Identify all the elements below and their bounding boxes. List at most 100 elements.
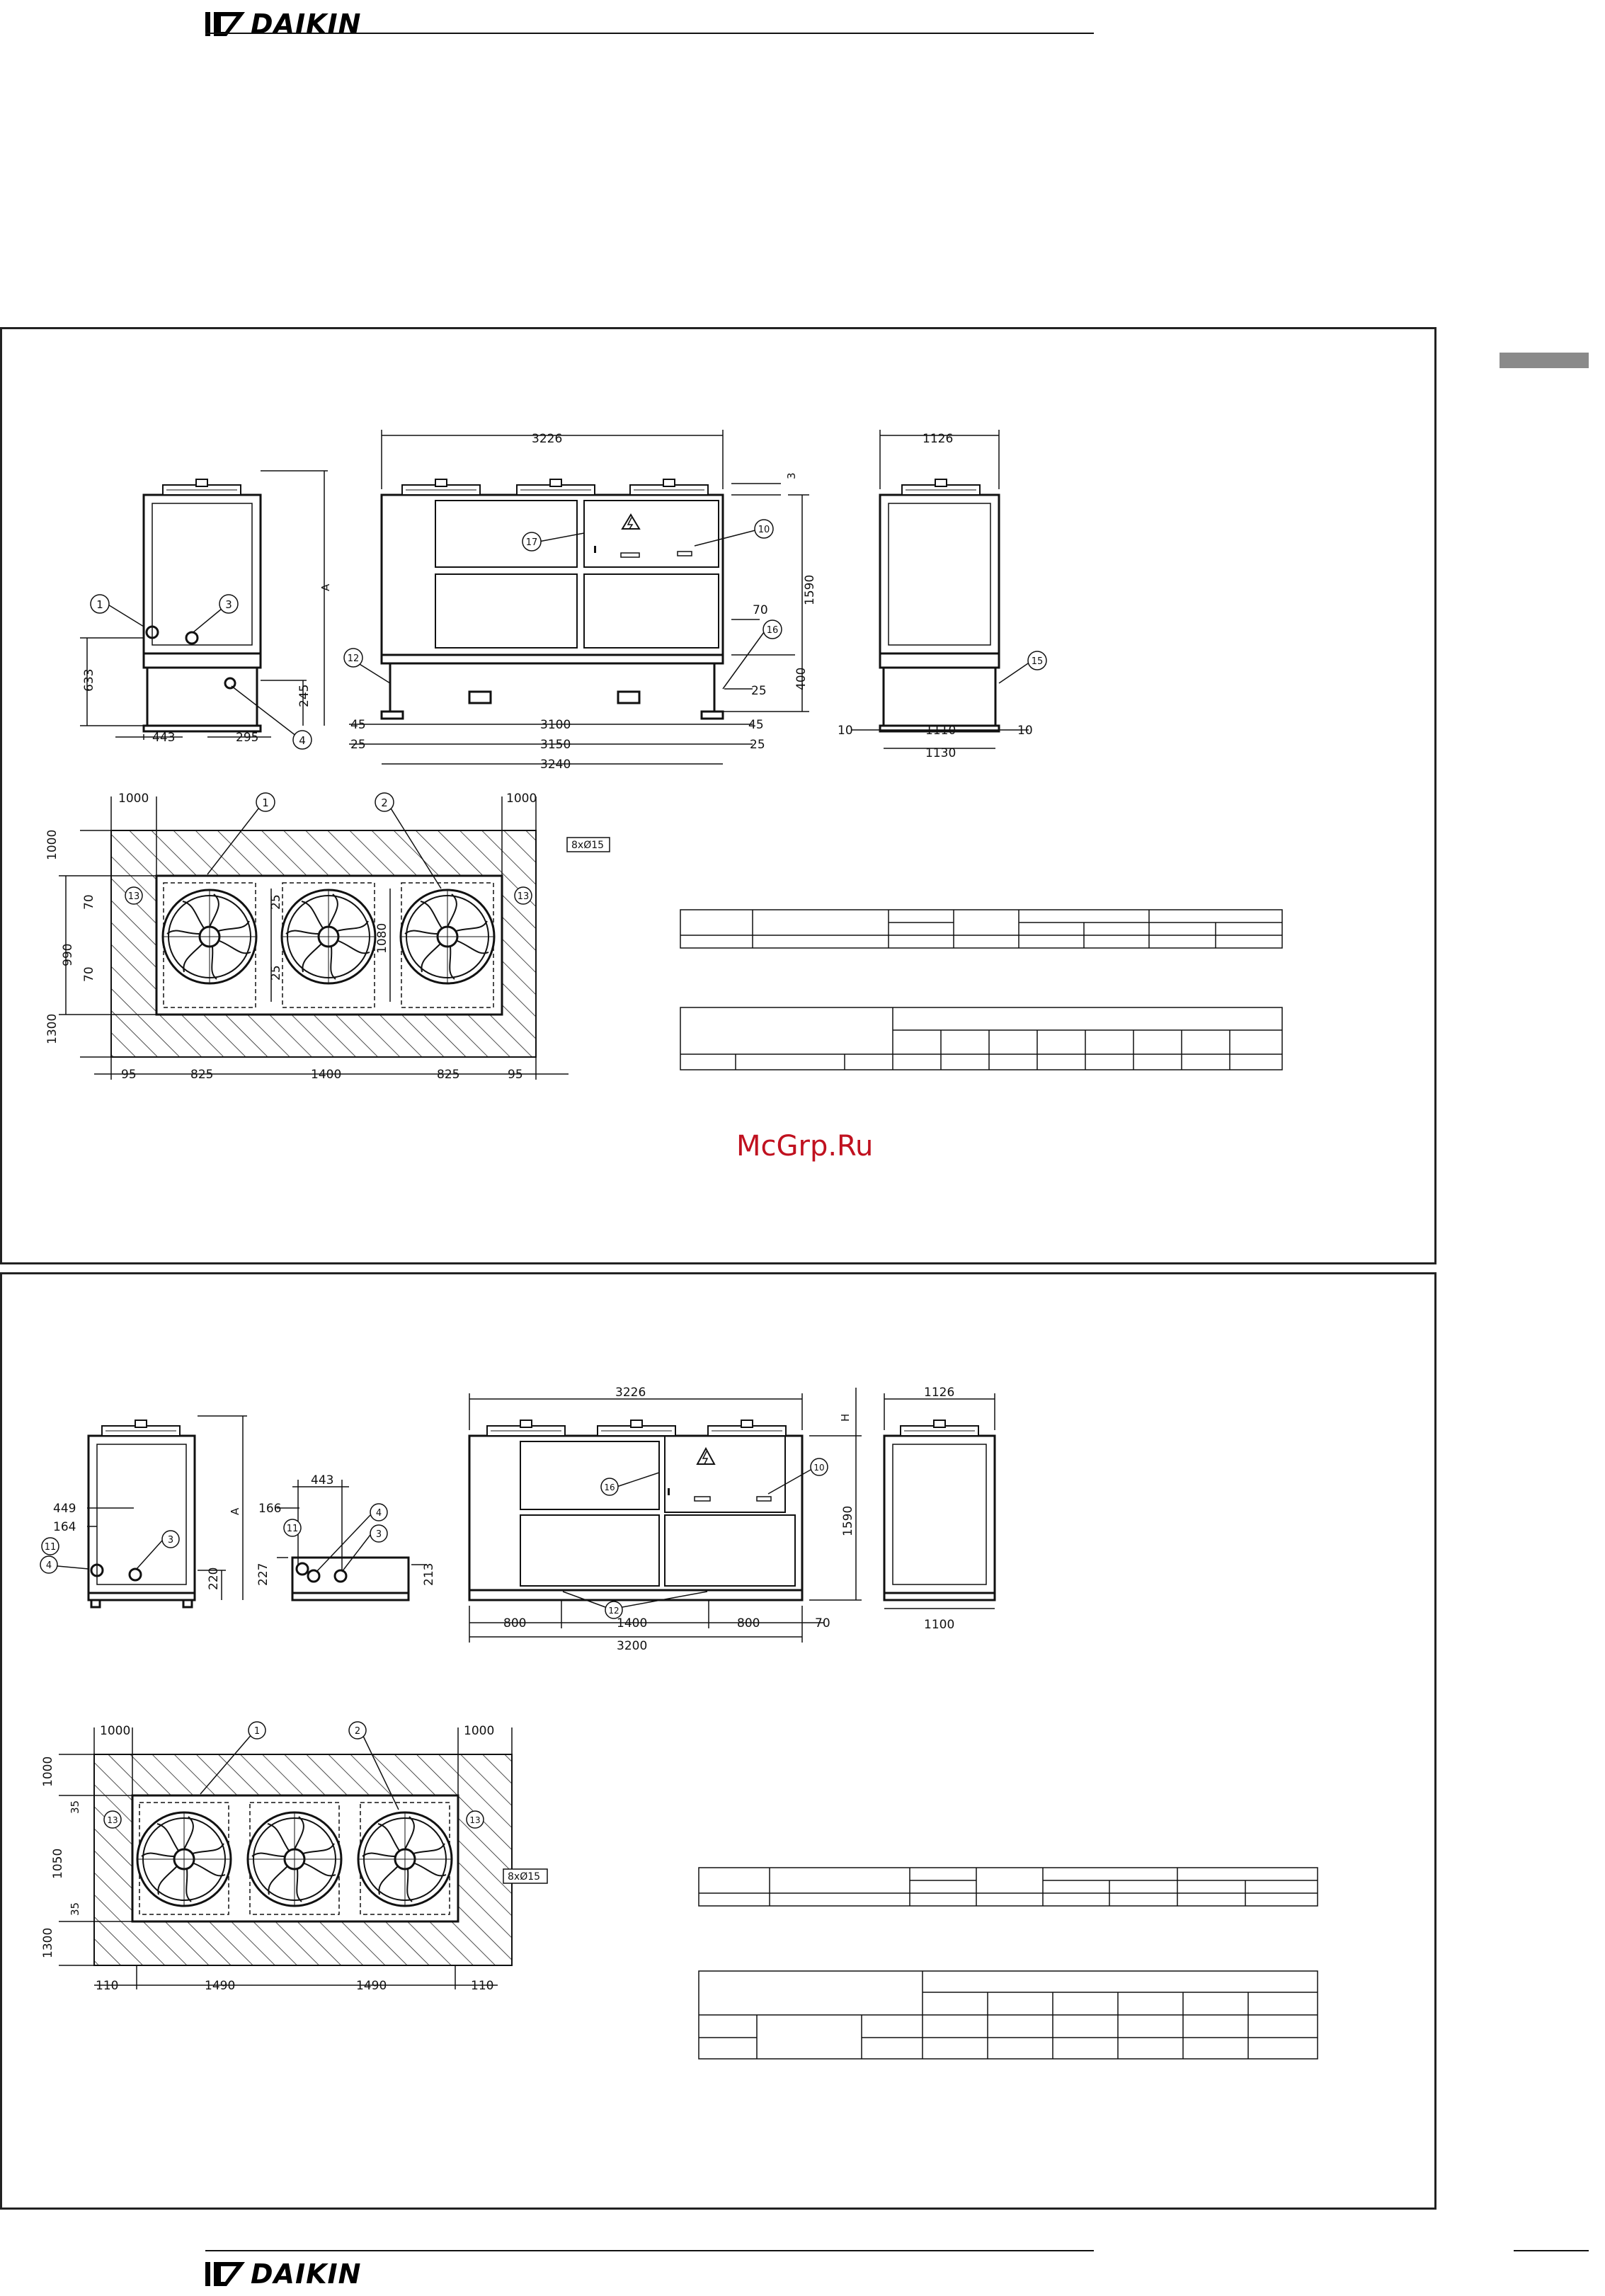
plan-clear-top: 1000 <box>45 830 59 860</box>
dim2-166: 166 <box>258 1502 281 1516</box>
footer-brand-name: DAIKIN <box>251 2258 362 2290</box>
svg-text:4: 4 <box>376 1508 382 1519</box>
callout-10: 10 <box>694 519 774 547</box>
dim-295: 295 <box>236 731 258 745</box>
svg-text:2: 2 <box>355 1726 360 1737</box>
callout2-16: 16 <box>600 1472 660 1496</box>
callout-15: 15 <box>998 651 1047 684</box>
svg-text:10: 10 <box>758 525 770 535</box>
dim2-213: 213 <box>422 1563 436 1586</box>
callout-1: 1 <box>90 594 144 627</box>
plan2-dim-1050: 1050 <box>51 1849 65 1879</box>
callout-plan-1: 1 <box>207 792 275 875</box>
dim2-1590: 1590 <box>841 1506 855 1536</box>
dim-3226: 3226 <box>532 432 562 446</box>
dim-245: 245 <box>297 685 312 707</box>
callout-plan-13-left: 13 <box>125 886 143 905</box>
front-view-2-dims <box>469 1388 862 1643</box>
header-rule <box>205 33 1094 34</box>
callout-17: 16 <box>722 619 782 690</box>
svg-text:11: 11 <box>45 1542 57 1553</box>
plan-b-825-left: 825 <box>190 1068 213 1082</box>
plan2-clear-top: 1000 <box>41 1757 55 1787</box>
svg-text:3: 3 <box>168 1535 173 1546</box>
callout2-3-b: 3 <box>341 1524 388 1572</box>
brand-name: DAIKIN <box>251 8 362 40</box>
callout2-plan-1: 1 <box>200 1721 266 1795</box>
plan2-b-110-left: 110 <box>96 1979 118 1993</box>
plan2-b-1490-right: 1490 <box>356 1979 387 1993</box>
drawing-2-svg: A 449 164 220 443 166 227 213 <box>40 1386 1318 2060</box>
plan2-holes: 8xØ15 <box>508 1871 540 1883</box>
electrical-warning-icon <box>594 513 692 558</box>
footer-rule-right <box>1514 2250 1589 2251</box>
dim2-1126: 1126 <box>924 1386 954 1400</box>
dim-400: 400 <box>794 668 809 690</box>
plan-b-95-left: 95 <box>121 1068 137 1082</box>
spec-table-3 <box>698 1867 1318 1907</box>
callout2-4-b: 4 <box>316 1503 388 1572</box>
plan-dim-25-bottom: 25 <box>269 965 283 981</box>
spec-table-2 <box>680 1007 1283 1070</box>
holes-label-box-2 <box>503 1868 548 1884</box>
section-tab-marker <box>1500 353 1589 368</box>
callout-4: 4 <box>231 685 312 750</box>
plan-clear-right: 1000 <box>506 792 537 806</box>
svg-text:11: 11 <box>287 1524 299 1534</box>
plan-view-dims <box>59 796 569 1080</box>
callout-12: 12 <box>343 648 391 684</box>
dim2-449: 449 <box>53 1502 76 1516</box>
dim-45-right: 45 <box>748 718 764 732</box>
dim2-800-left: 800 <box>503 1616 526 1630</box>
side-view-left-2-dims <box>87 1415 247 1600</box>
dim-25-left: 25 <box>350 738 366 752</box>
dim2-a: A <box>229 1507 241 1515</box>
plan-view <box>110 830 537 1058</box>
daikin-logo-icon <box>205 2262 245 2286</box>
svg-text:3: 3 <box>225 598 232 611</box>
svg-text:13: 13 <box>469 1815 480 1825</box>
watermark: McGrp.Ru <box>736 1130 874 1163</box>
dim2-227: 227 <box>256 1563 270 1586</box>
plan-view-2 <box>93 1754 513 1966</box>
plan-b-825-right: 825 <box>437 1068 459 1082</box>
svg-text:16: 16 <box>604 1483 615 1492</box>
dim-45-left: 45 <box>350 718 366 732</box>
dim2-h: H <box>839 1414 852 1422</box>
dim-10-left: 10 <box>838 724 853 738</box>
dim2-3200: 3200 <box>617 1639 647 1653</box>
dim-3100: 3100 <box>540 718 571 732</box>
dim-1130: 1130 <box>925 746 956 760</box>
side-view-right-2-dims <box>884 1393 995 1609</box>
dim-a: A <box>319 583 332 591</box>
callout2-plan-13-left: 13 <box>103 1810 122 1829</box>
svg-text:15: 15 <box>1032 656 1044 667</box>
plan-dim-70-bottom: 70 <box>82 966 96 982</box>
svg-text:4: 4 <box>46 1560 52 1571</box>
plan2-b-1490-left: 1490 <box>205 1979 235 1993</box>
callout-plan-13-right: 13 <box>514 886 532 905</box>
holes-label-box <box>566 837 610 852</box>
callout2-11: 11 <box>41 1537 59 1555</box>
svg-text:17: 17 <box>526 537 538 548</box>
dim2-800-right: 800 <box>737 1616 760 1630</box>
plan-view-2-dims <box>59 1727 513 1989</box>
callout2-12: 12 <box>562 1591 708 1619</box>
dim-3240: 3240 <box>540 758 571 772</box>
footer-brand: DAIKIN <box>205 2258 361 2290</box>
plan2-dim-35-bottom: 35 <box>69 1902 81 1916</box>
plan-dim-25-top: 25 <box>269 894 283 910</box>
plan-dim-70-top: 70 <box>82 894 96 910</box>
dim-25-right: 25 <box>750 738 765 752</box>
header-brand: DAIKIN <box>205 8 361 40</box>
callout2-11-b: 11 <box>283 1519 302 1537</box>
svg-text:1: 1 <box>254 1726 260 1737</box>
callout2-10: 10 <box>767 1458 828 1495</box>
dim-10-right: 10 <box>1017 724 1033 738</box>
spec-table-1 <box>680 909 1283 949</box>
drawing-1-svg: A 633 245 443 295 <box>45 430 1283 1082</box>
side-view-left <box>142 478 262 733</box>
callout2-plan-13-right: 13 <box>466 1810 484 1829</box>
svg-text:16: 16 <box>767 625 779 636</box>
plan-dim-990: 990 <box>61 944 75 966</box>
